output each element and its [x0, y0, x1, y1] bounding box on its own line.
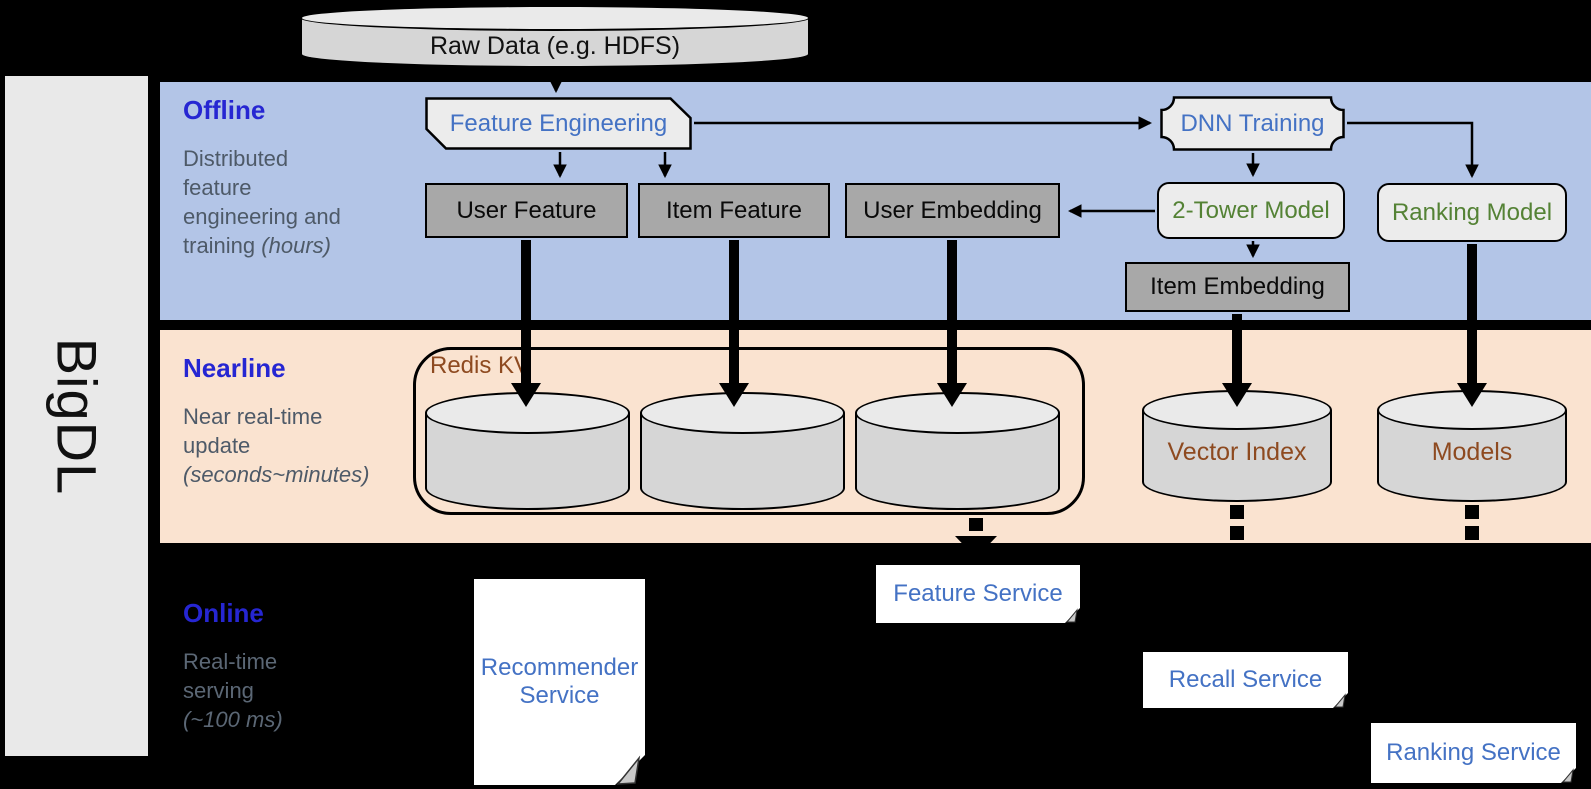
bigdl-label: BigDL [45, 337, 108, 495]
ranking-model-label: Ranking Model [1391, 198, 1553, 226]
redis-kv-container [413, 347, 1085, 515]
dnn-training-node: DNN Training [1160, 96, 1345, 151]
user-embedding-node: User Embedding [845, 183, 1060, 238]
ranking-model-node: Ranking Model [1377, 183, 1567, 242]
online-label-block: Online Real-time serving (~100 ms) [183, 598, 283, 734]
offline-label-block: Offline Distributed feature engineering … [183, 95, 341, 260]
folded-corner-icon [615, 755, 645, 785]
ranking-service-node: Ranking Service [1371, 723, 1576, 783]
nearline-title: Nearline [183, 353, 286, 383]
online-description: Real-time serving (~100 ms) [183, 649, 283, 732]
plaque-shape-icon [1160, 96, 1345, 151]
item-embedding-node: Item Embedding [1125, 262, 1350, 312]
offline-description: Distributed feature engineering and trai… [183, 146, 341, 258]
models-cylinder-icon: Models [1377, 390, 1567, 502]
snipped-rectangle-icon [425, 97, 692, 150]
feature-engineering-node: Feature Engineering [425, 97, 692, 150]
nearline-description: Near real-time update (seconds~minutes) [183, 404, 370, 487]
recall-service-node: Recall Service [1143, 652, 1348, 708]
redis-cylinder-2-icon [640, 392, 845, 510]
folded-corner-icon [1561, 768, 1576, 783]
recommender-service-label: Recommender Service [480, 654, 639, 709]
user-embedding-label: User Embedding [863, 196, 1042, 224]
item-embedding-label: Item Embedding [1150, 273, 1325, 300]
recall-service-label: Recall Service [1168, 666, 1323, 693]
feature-service-node: Feature Service [876, 565, 1080, 623]
item-feature-label: Item Feature [665, 196, 803, 224]
ranking-service-label: Ranking Service [1386, 739, 1561, 766]
offline-title: Offline [183, 95, 266, 125]
redis-cylinder-3-icon [855, 392, 1060, 510]
dnn-training-label: DNN Training [1180, 109, 1325, 137]
folded-corner-icon [1065, 608, 1080, 623]
item-feature-node: Item Feature [638, 183, 830, 238]
two-tower-model-node: 2-Tower Model [1157, 182, 1345, 239]
user-feature-node: User Feature [425, 183, 628, 238]
folded-corner-icon [1333, 693, 1348, 708]
raw-data-cylinder-icon: Raw Data (e.g. HDFS) [300, 5, 810, 68]
nearline-label-block: Nearline Near real-time update (seconds~… [183, 353, 369, 489]
two-tower-model-label: 2-Tower Model [1172, 196, 1330, 224]
user-feature-label: User Feature [456, 196, 597, 224]
vector-index-label: Vector Index [1167, 438, 1307, 466]
vector-index-cylinder-icon: Vector Index [1142, 390, 1332, 502]
feature-service-label: Feature Service [893, 580, 1063, 607]
models-label: Models [1431, 438, 1513, 466]
feature-engineering-label: Feature Engineering [449, 109, 668, 137]
bigdl-sidebar: BigDL [5, 76, 148, 756]
redis-cylinder-1-icon [425, 392, 630, 510]
raw-data-label: Raw Data (e.g. HDFS) [429, 32, 681, 60]
recommender-service-node: Recommender Service [474, 579, 645, 785]
online-title: Online [183, 598, 264, 628]
